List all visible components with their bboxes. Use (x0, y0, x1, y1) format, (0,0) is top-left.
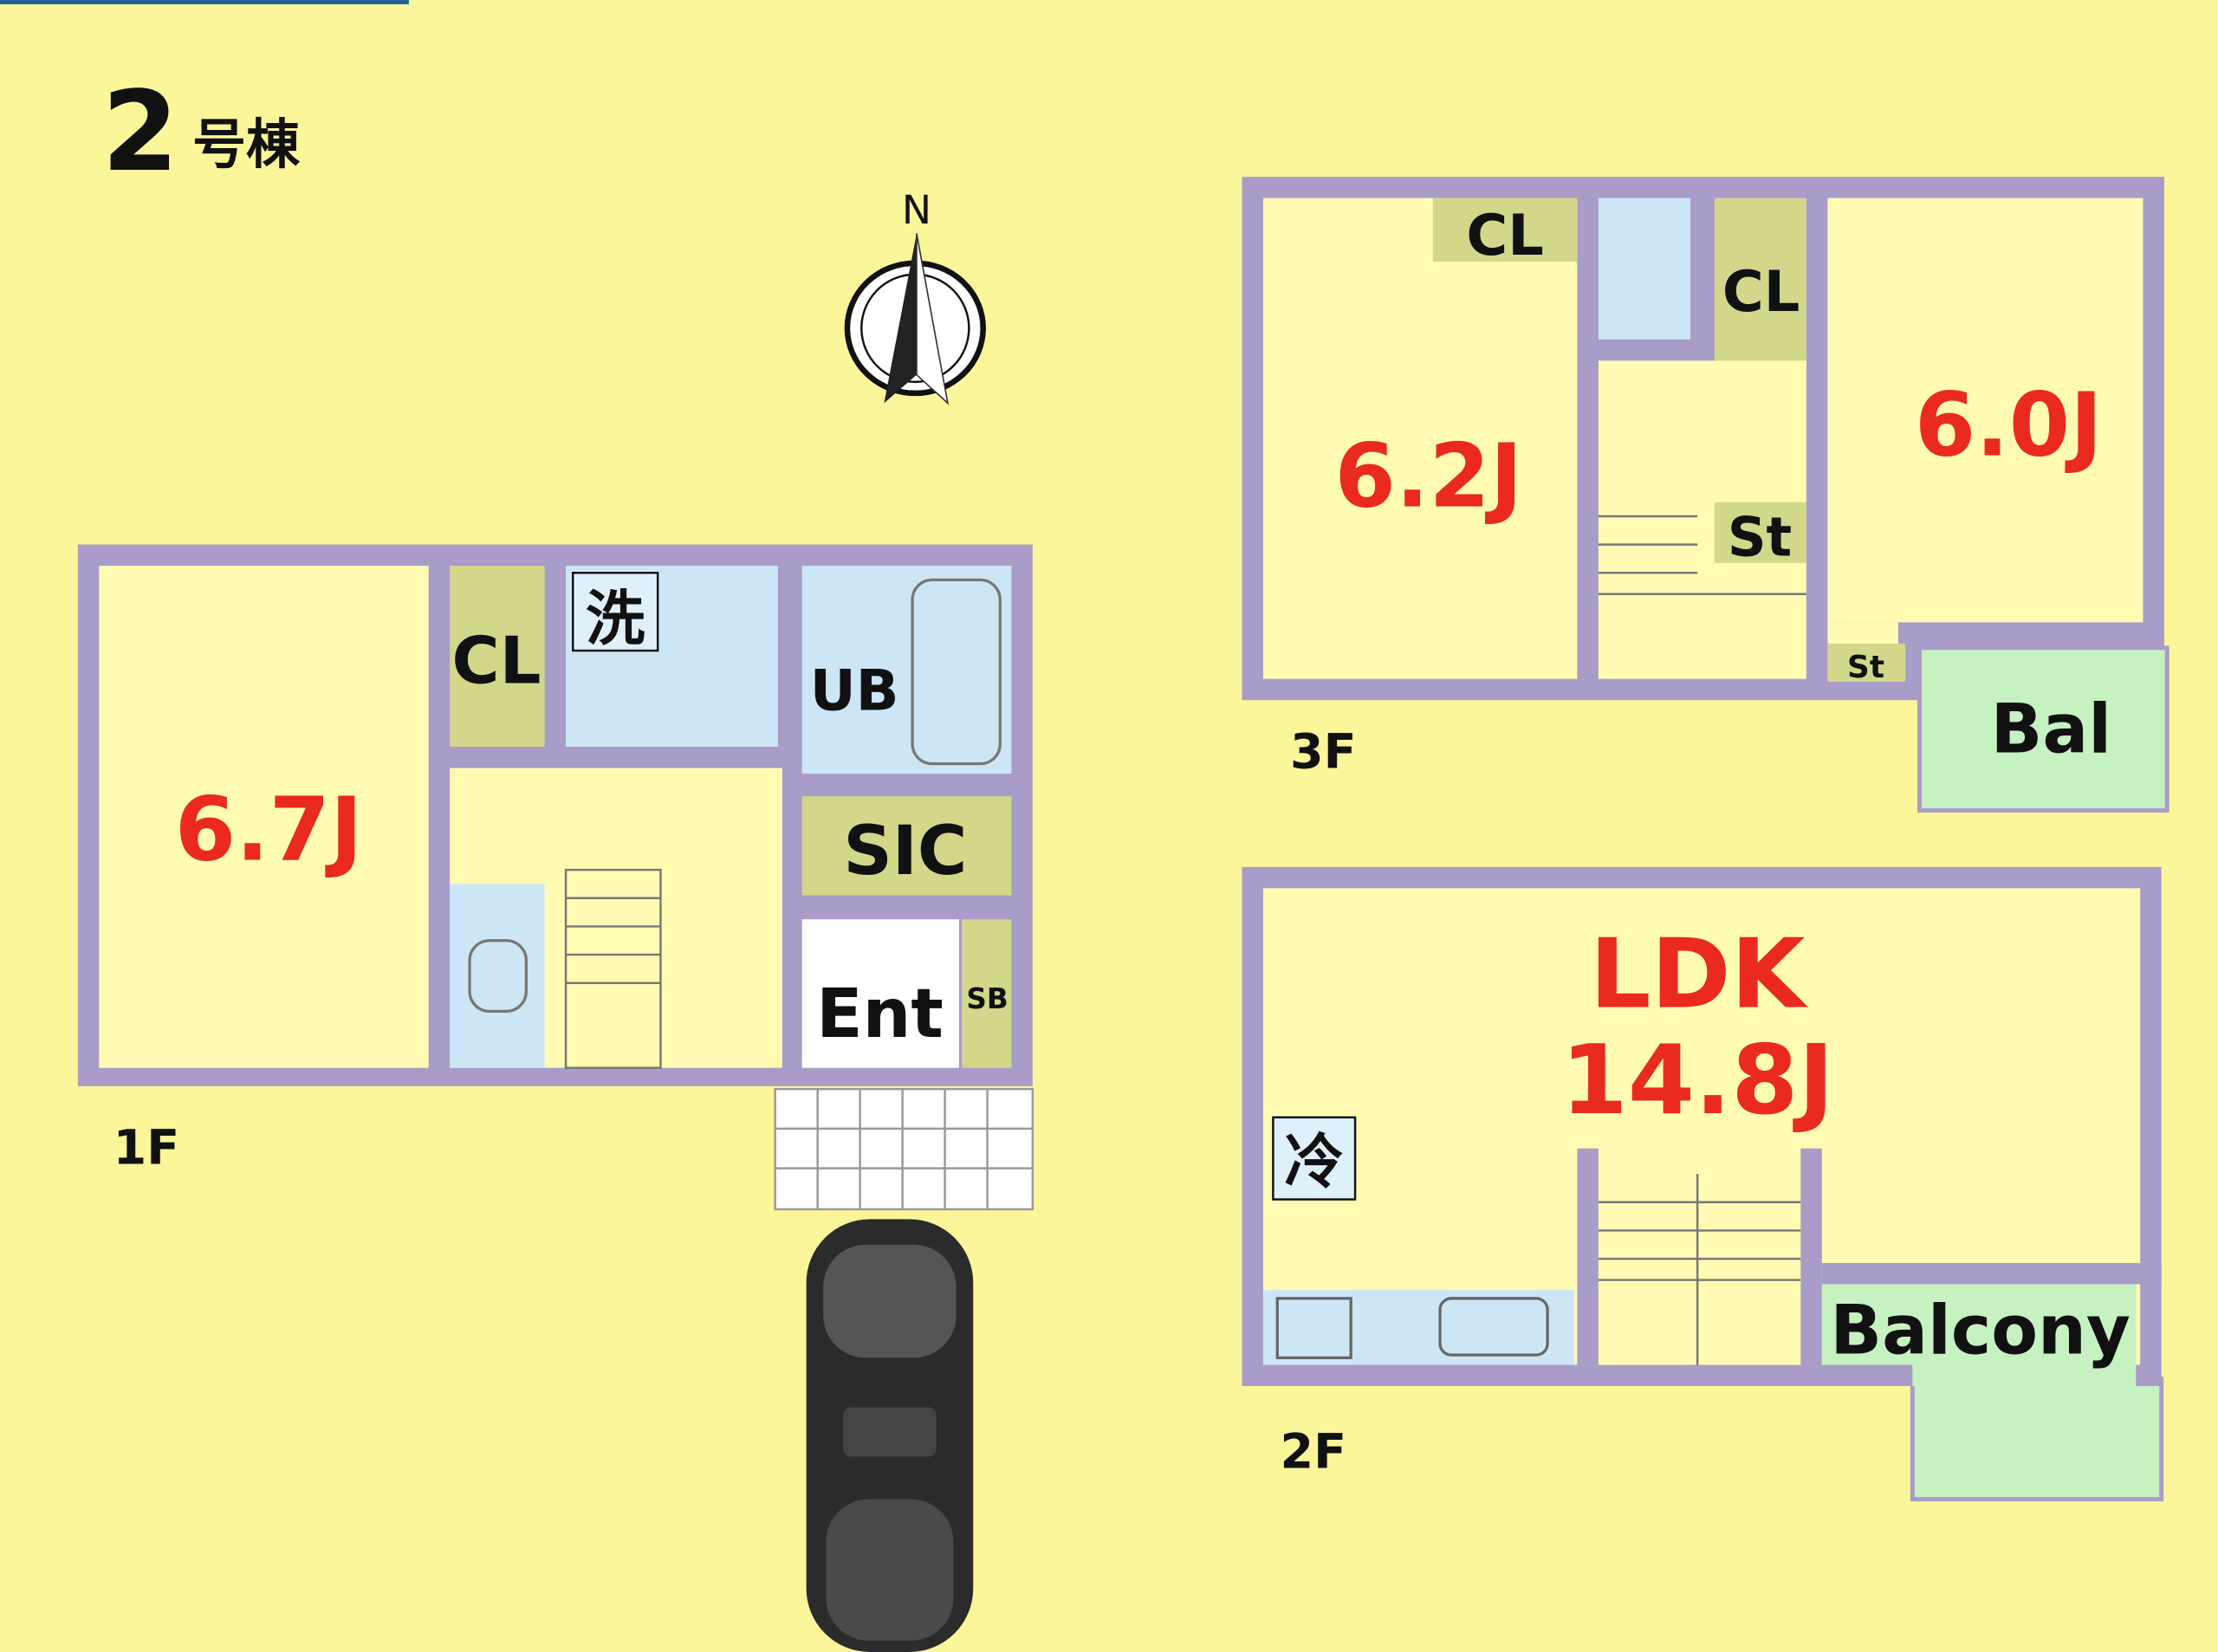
top-banner-strip (0, 0, 409, 4)
room-6-0j (1827, 198, 2143, 623)
storage-label: St (1728, 506, 1792, 569)
ldk-label: LDK (1590, 918, 1809, 1030)
bathroom-label: UB (810, 658, 899, 724)
room-6-2j (1262, 198, 1578, 679)
entrance (801, 919, 959, 1068)
room-size-label: 6.7J (175, 779, 363, 881)
balcony-extension (1910, 1377, 2164, 1502)
room-size-label: 6.2J (1334, 425, 1522, 528)
room-size-label: 14.8J (1561, 1025, 1834, 1137)
sic-label: SIC (843, 812, 967, 891)
toilet (450, 884, 545, 1068)
shoe-box (962, 919, 1012, 1068)
porch-tiles (774, 1087, 1034, 1211)
room-6-7j (99, 566, 429, 1068)
closet-2 (1714, 198, 1806, 373)
car-icon (806, 1219, 974, 1652)
stairs-icon (1598, 515, 1806, 595)
building-suffix: 号棟 (192, 113, 301, 176)
stove-icon (1275, 1297, 1352, 1360)
north-label: N (902, 187, 931, 233)
balcony-label: Balcony (1830, 1291, 2130, 1370)
bathroom (801, 566, 1012, 774)
storage-2 (1827, 643, 1906, 682)
closet-label: CL (452, 623, 542, 699)
shoe-box-label: SB (966, 982, 1008, 1015)
fridge-label: 冷 (1284, 1128, 1344, 1197)
floor-label: 3F (1290, 724, 1357, 781)
balcony-label: Bal (1991, 690, 2111, 769)
room-size-label: 6.0J (1915, 374, 2103, 476)
closet-label: CL (1466, 203, 1544, 269)
storage-label: St (1847, 650, 1884, 685)
closet-label: CL (1722, 259, 1800, 325)
balcony (1821, 1284, 2137, 1365)
floor-1: 6.7J CL 洗 UB SIC Ent SB 1F (77, 544, 1034, 1211)
floor-2: 冷 LDK 14.8J Balcony 2F (1242, 866, 2164, 1502)
washroom-label: 洗 (586, 585, 645, 654)
closet-1 (1432, 198, 1578, 262)
stairs-icon (1598, 1174, 1801, 1365)
stairs-icon (564, 868, 662, 1069)
toilet (1598, 198, 1691, 340)
toilet-icon (468, 939, 528, 1014)
balcony (1917, 645, 2169, 813)
floor-label: 1F (113, 1120, 180, 1176)
closet (450, 566, 545, 748)
north-compass-icon: N (844, 187, 986, 405)
floor-3: 6.2J 6.0J CL CL St St Bal 3F (1242, 177, 2169, 813)
entrance-label: Ent (816, 975, 944, 1053)
building-number: 2 (102, 68, 179, 197)
storage-1 (1714, 502, 1806, 563)
floor-label: 2F (1281, 1424, 1347, 1480)
bathtub-icon (911, 578, 1002, 766)
sink-icon (1438, 1297, 1549, 1357)
shoe-in-closet (801, 796, 1012, 896)
kitchen-counter (1262, 1290, 1575, 1365)
